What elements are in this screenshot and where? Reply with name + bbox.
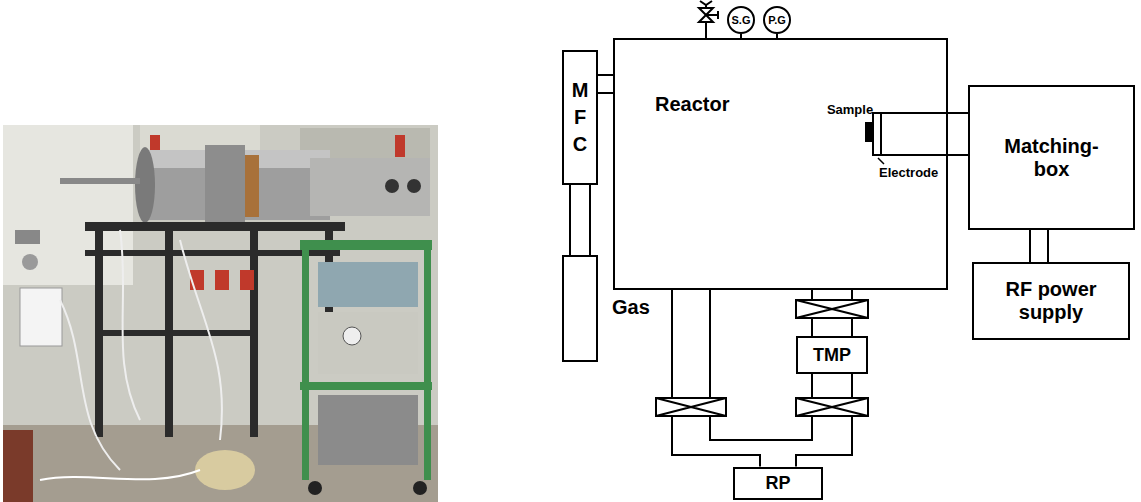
rotary-pump: RP — [733, 467, 823, 500]
apparatus-photo — [407, 179, 421, 193]
apparatus-photo — [318, 312, 418, 374]
apparatus-photo — [165, 222, 173, 437]
apparatus-photo — [318, 262, 418, 307]
valve-symbols — [796, 300, 868, 318]
gauge-circle: P.G — [763, 6, 791, 34]
apparatus-photo — [135, 147, 155, 223]
apparatus-photo — [95, 222, 103, 437]
apparatus-photo — [3, 125, 438, 502]
apparatus-photo — [343, 327, 361, 345]
node-label: M F C — [572, 77, 589, 158]
apparatus-photo — [245, 155, 259, 217]
node-label: Electrode — [879, 166, 938, 181]
reactor-chamber: ReactorSampleElectrode — [613, 38, 948, 290]
apparatus-photo — [3, 430, 33, 502]
apparatus-photo — [3, 125, 133, 285]
turbo-pump: TMP — [796, 336, 868, 374]
node-label: RF power supply — [995, 278, 1107, 324]
node-label: TMP — [813, 345, 851, 366]
apparatus-photo — [20, 288, 62, 346]
valve-symbols — [656, 300, 868, 416]
apparatus-photo — [60, 178, 140, 184]
vent-valve — [699, 1, 718, 38]
pipe-connector — [1030, 230, 1048, 262]
apparatus-photo — [302, 240, 309, 480]
apparatus-photo — [310, 158, 430, 216]
pipe-connector — [882, 113, 968, 155]
gas-cylinder: Gas — [562, 255, 598, 362]
apparatus-photo — [215, 270, 229, 290]
apparatus-photo — [300, 240, 432, 250]
apparatus-photo — [85, 222, 345, 231]
node-label: Matching- box — [1004, 135, 1098, 181]
apparatus-photo — [413, 481, 427, 495]
node-label: P.G — [768, 14, 786, 27]
sample-block: Sample — [865, 122, 872, 142]
node-label: Sample — [827, 103, 873, 118]
electrode-plate: Electrode — [872, 112, 882, 156]
matching-box: Matching- box — [968, 85, 1135, 230]
leader-line — [878, 158, 884, 164]
pipe-connector — [570, 185, 590, 255]
vent-valve — [706, 11, 718, 19]
apparatus-photo — [22, 254, 38, 270]
valve-symbols — [796, 398, 868, 416]
apparatus-photo — [385, 179, 399, 193]
vent-valve — [705, 22, 707, 38]
apparatus-photo — [15, 230, 40, 244]
node-label: S.G — [732, 14, 751, 27]
valve-symbols — [656, 398, 726, 416]
mfc-box: M F C — [562, 50, 598, 185]
gauge-circle: S.G — [727, 6, 755, 34]
apparatus-photo — [95, 330, 255, 336]
pipe-connector — [598, 75, 613, 93]
apparatus-photo — [60, 230, 222, 470]
apparatus-photo — [40, 470, 200, 480]
vent-valve — [699, 15, 713, 22]
node-label: Gas — [612, 296, 650, 319]
apparatus-photo — [240, 270, 254, 290]
apparatus-photo — [195, 450, 255, 490]
apparatus-photo — [308, 481, 322, 495]
apparatus-photo — [395, 135, 405, 157]
pipe-connector — [778, 374, 852, 467]
node-label: Reactor — [655, 93, 729, 116]
valve-symbols — [796, 398, 868, 416]
valve-symbols — [656, 398, 726, 416]
apparatus-photo — [250, 222, 258, 437]
rf-power-supply: RF power supply — [972, 262, 1130, 340]
valve-symbols — [796, 300, 868, 318]
apparatus-photo — [205, 145, 245, 225]
pipe-connector — [672, 290, 778, 467]
vent-valve — [700, 1, 712, 8]
apparatus-photo — [300, 382, 432, 390]
apparatus-photo — [424, 240, 431, 480]
node-label: RP — [765, 473, 790, 494]
apparatus-photo — [318, 395, 418, 465]
